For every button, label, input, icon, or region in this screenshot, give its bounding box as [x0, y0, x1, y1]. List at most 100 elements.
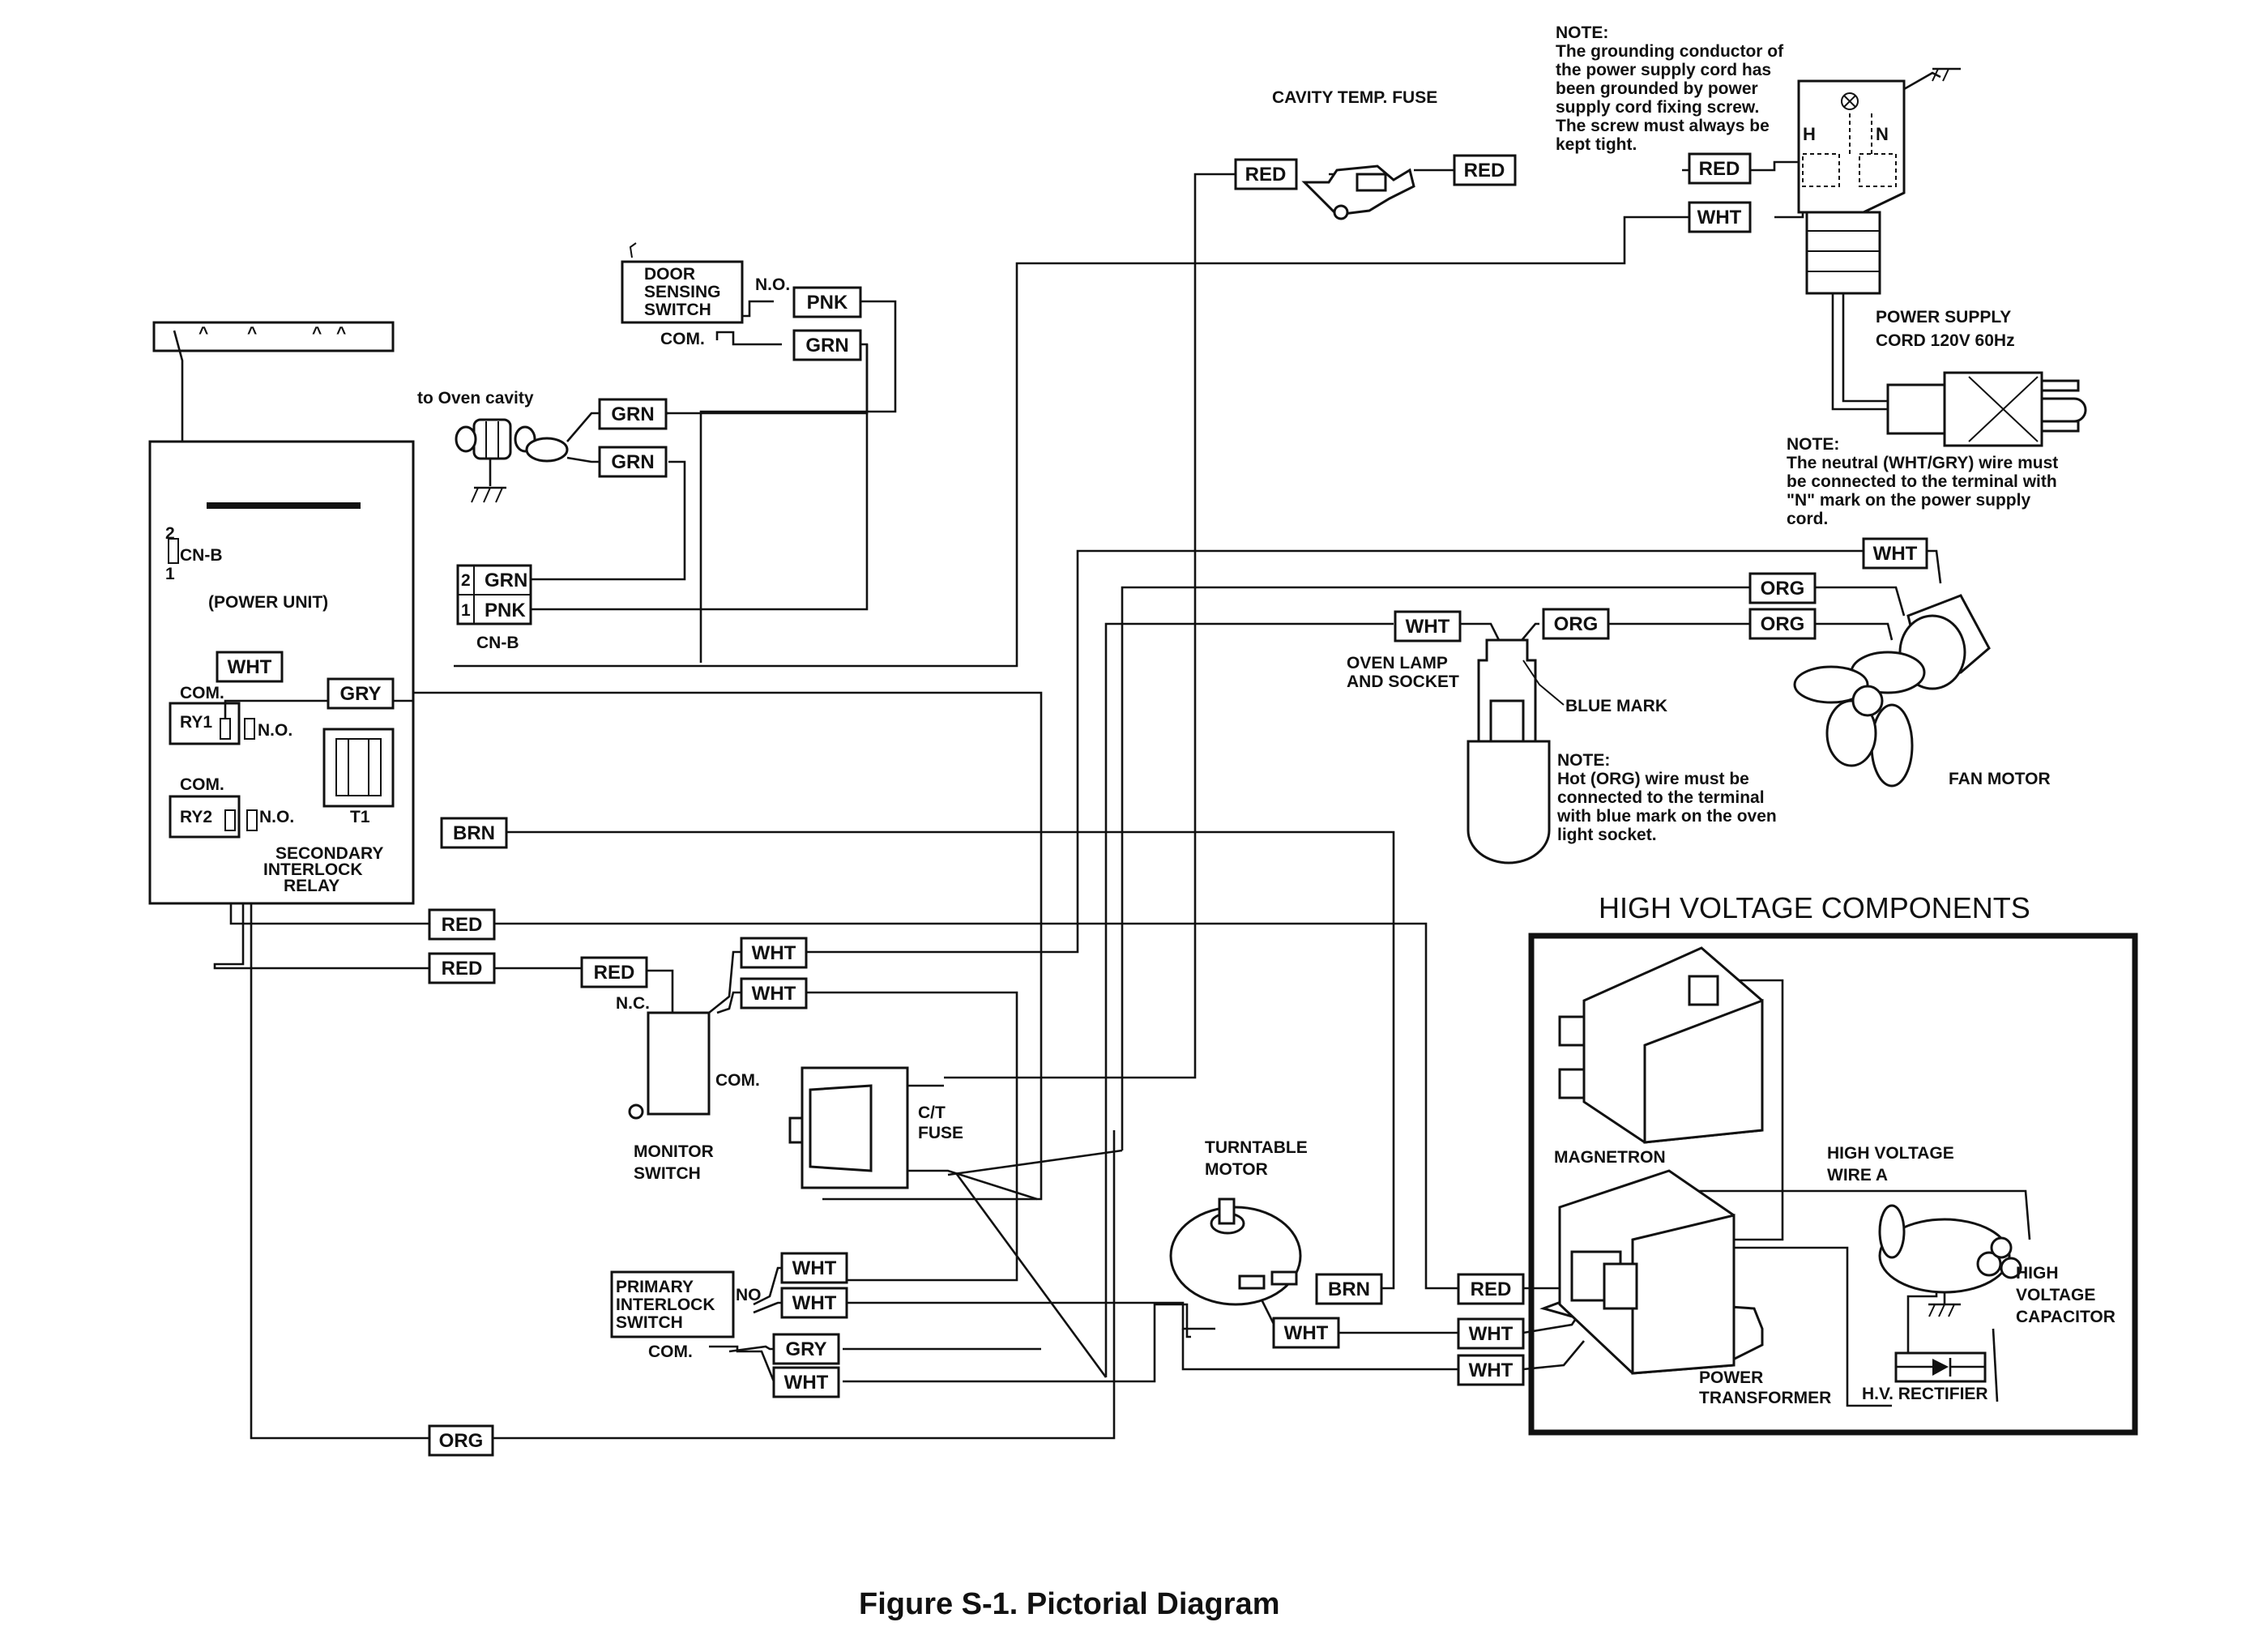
lamp-note-5: light socket.: [1557, 826, 1657, 844]
monitor-label-1: MONITOR: [634, 1142, 714, 1161]
neutral-note-3: be connected to the terminal with: [1787, 472, 2057, 491]
turntable-label-2: MOTOR: [1205, 1160, 1268, 1179]
ry2-com: COM.: [180, 775, 224, 794]
secondary-relay-2: INTERLOCK: [263, 860, 363, 879]
wire-tag-org-bottom: ORG: [428, 1424, 494, 1457]
ry1-com: COM.: [180, 684, 224, 702]
wire-a-label-1: HIGH VOLTAGE: [1827, 1144, 1954, 1163]
wire-tag-wht-tt: WHT: [1272, 1317, 1340, 1349]
svg-text:ORG: ORG: [439, 1430, 484, 1452]
primary-interlock-switch: PRIMARY INTERLOCK SWITCH NO COM.: [610, 1270, 762, 1361]
lamp-note-4: with blue mark on the oven: [1556, 807, 1777, 826]
svg-text:ORG: ORG: [1761, 613, 1805, 635]
svg-text:WHT: WHT: [752, 983, 796, 1005]
neutral-note-2: The neutral (WHT/GRY) wire must: [1787, 454, 2058, 472]
door-switch-name-2: SENSING: [644, 283, 721, 301]
oven-lamp-socket: OVEN LAMP AND SOCKET BLUE MARK NOTE: Hot…: [1347, 638, 1777, 864]
transformer-label-1: POWER: [1699, 1368, 1763, 1387]
primary-com: COM.: [648, 1343, 693, 1361]
svg-text:WHT: WHT: [784, 1372, 829, 1394]
pu-pin-1: 1: [165, 565, 175, 583]
cnb-pin-1: 1: [461, 601, 471, 620]
power-supply-cord: NOTE: The grounding conductor of the pow…: [1556, 23, 2087, 447]
svg-text:RED: RED: [1471, 1278, 1512, 1300]
svg-text:WHT: WHT: [1469, 1323, 1514, 1345]
wire-tag-wht-fan: WHT: [1862, 537, 1928, 570]
lamp-bulb: [1467, 740, 1551, 864]
turntable-motor-body: [1169, 1206, 1302, 1306]
secondary-relay-1: SECONDARY: [275, 844, 383, 863]
svg-text:WHT: WHT: [1697, 207, 1742, 228]
monitor-label-2: SWITCH: [634, 1164, 701, 1183]
plug-body: [1886, 383, 1946, 435]
power-unit-bracket: [152, 321, 395, 352]
door-switch-name-1: DOOR: [644, 265, 695, 284]
wire-tag-org-lamp: ORG: [1542, 608, 1610, 640]
wire-tag-pnk-door: PNK: [792, 286, 862, 318]
monitor-nc: N.C.: [616, 994, 650, 1013]
wire-tag-grn-cav2: GRN: [598, 446, 668, 478]
primary-label-2: INTERLOCK: [616, 1296, 715, 1314]
cnb-wire-grn: GRN: [485, 570, 527, 591]
wire-tag-red-tr: RED: [1457, 1273, 1525, 1305]
wire-tag-wht-tr2: WHT: [1457, 1354, 1525, 1386]
cnb-wire-pnk: PNK: [485, 600, 526, 621]
fan-hub: [1851, 685, 1884, 717]
svg-text:GRN: GRN: [611, 451, 654, 473]
neutral-note-5: cord.: [1787, 510, 1828, 528]
door-switch-body: [621, 260, 744, 324]
wire-a-label-2: WIRE A: [1827, 1166, 1888, 1185]
svg-text:RED: RED: [442, 958, 483, 980]
lamp-note-3: connected to the terminal: [1557, 788, 1765, 807]
bracket-marks: ^: [199, 324, 208, 343]
cord-n: N: [1876, 124, 1889, 144]
pu-connector-label: CN-B: [180, 546, 223, 565]
svg-text:WHT: WHT: [752, 942, 796, 964]
neutral-note-4: "N" mark on the power supply: [1787, 491, 2030, 510]
primary-switch-body: [610, 1270, 735, 1338]
cord-note-4: been grounded by power: [1556, 79, 1758, 98]
svg-text:RED: RED: [594, 962, 635, 984]
rectifier-label: H.V. RECTIFIER: [1862, 1385, 1988, 1403]
t1-block: [322, 728, 395, 808]
cord-note-3: the power supply cord has: [1556, 61, 1771, 79]
svg-text:^: ^: [312, 324, 322, 343]
monitor-switch-body: [647, 1011, 711, 1116]
secondary-relay-3: RELAY: [284, 877, 339, 895]
turntable-motor: TURNTABLE MOTOR: [1169, 1138, 1308, 1306]
wire-tag-wht-mon1: WHT: [740, 937, 808, 969]
svg-text:WHT: WHT: [1406, 616, 1450, 638]
svg-text:^: ^: [336, 324, 346, 343]
svg-text:WHT: WHT: [1873, 543, 1918, 565]
cord-strain-relief: [1805, 211, 1881, 295]
hv-title: HIGH VOLTAGE COMPONENTS: [1599, 891, 2030, 924]
ry2-no: N.O.: [259, 808, 294, 826]
transformer-label-2: TRANSFORMER: [1699, 1389, 1831, 1407]
wire-tag-org-fan2: ORG: [1748, 608, 1817, 640]
svg-text:WHT: WHT: [1284, 1322, 1329, 1344]
monitor-com: COM.: [715, 1071, 760, 1090]
monitor-switch: N.C. COM. MONITOR SWITCH: [616, 994, 760, 1183]
ct-fuse-label-2: FUSE: [918, 1124, 963, 1142]
ry2-label: RY2: [180, 808, 212, 826]
wire-tag-red-mon: RED: [580, 956, 648, 988]
wire-tag-wht-pri3: WHT: [772, 1366, 840, 1398]
pu-title: (POWER UNIT): [208, 593, 328, 612]
cnb-label: CN-B: [476, 634, 519, 652]
cavity-temp-fuse: CAVITY TEMP. FUSE: [1272, 88, 1437, 220]
wire-tag-red-fuse-left: RED: [1234, 158, 1298, 190]
cnb-connector-icon: [168, 538, 179, 564]
cord-note-5: supply cord fixing screw.: [1556, 98, 1759, 117]
door-switch-com: COM.: [660, 330, 705, 348]
turntable-label-1: TURNTABLE: [1205, 1138, 1308, 1157]
svg-text:GRN: GRN: [805, 335, 848, 356]
svg-text:BRN: BRN: [1328, 1278, 1370, 1300]
svg-text:WHT: WHT: [792, 1257, 837, 1279]
wire-tag-wht-pri1: WHT: [780, 1252, 848, 1284]
wire-tag-grn-door: GRN: [792, 329, 862, 361]
power-unit-slot: [207, 502, 361, 509]
door-switch-name-3: SWITCH: [644, 301, 711, 319]
ct-fuse-label-1: C/T: [918, 1103, 946, 1122]
wires: [213, 160, 2031, 1440]
